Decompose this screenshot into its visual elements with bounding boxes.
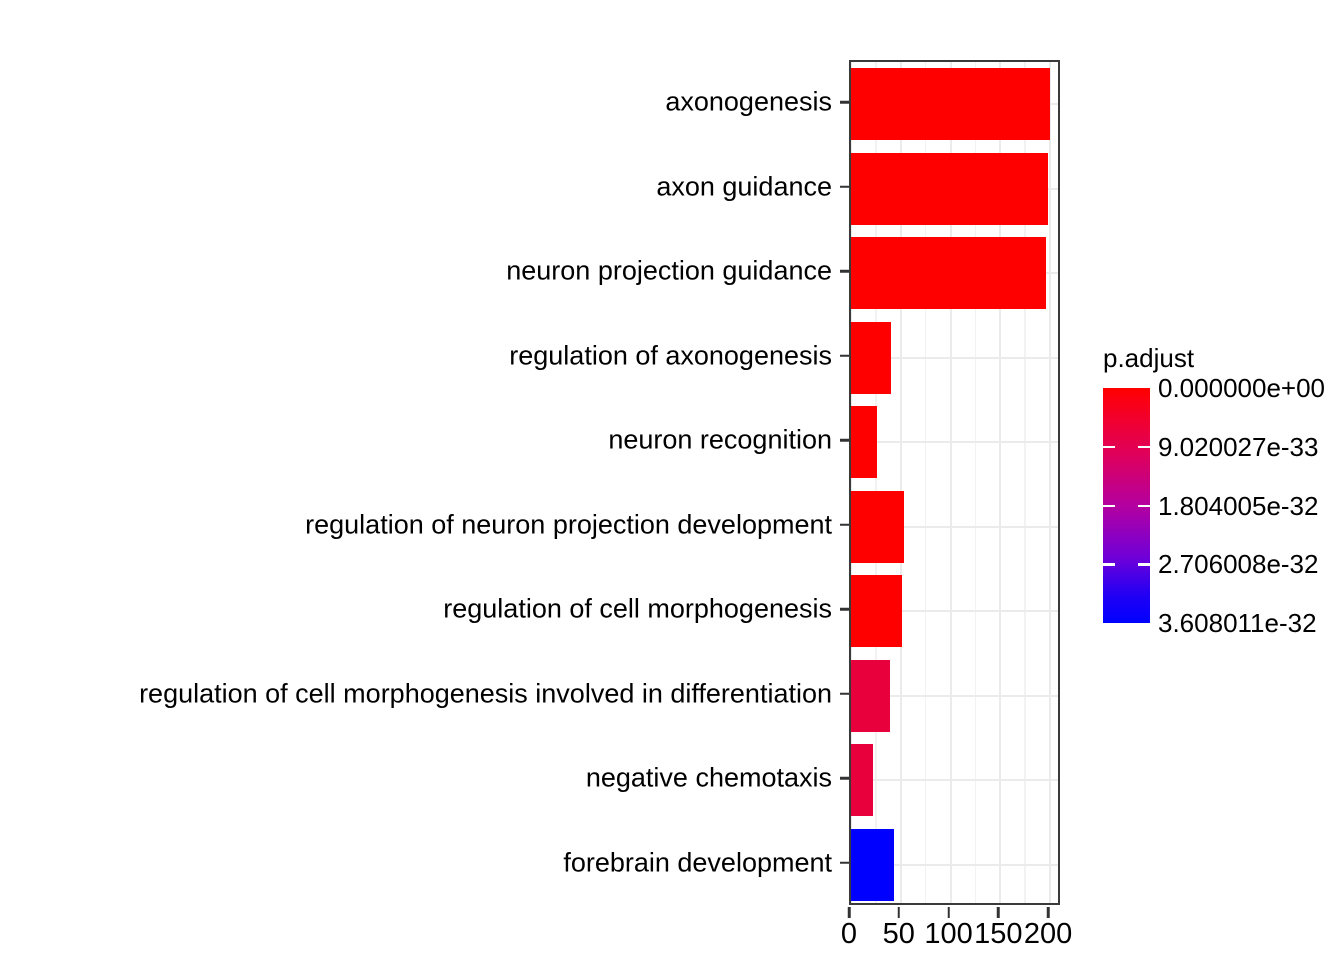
gridline-vertical-minor [974, 62, 977, 903]
bar[interactable] [851, 152, 1049, 225]
x-axis-tick-label: 150 [974, 918, 1023, 950]
x-axis-tick-mark [997, 907, 1000, 918]
legend-tick-mark [1103, 504, 1115, 507]
x-axis-tick-mark [847, 907, 851, 918]
legend-key-label: 0.000000e+00 [1158, 373, 1326, 403]
bar[interactable] [851, 406, 877, 479]
y-axis-labels: axonogenesis axon guidance neuron projecti… [0, 60, 836, 905]
y-axis-tick-mark [840, 270, 849, 273]
y-axis-tick-mark [840, 439, 849, 442]
y-axis-tick-mark [840, 354, 849, 357]
gridline-vertical-minor [875, 62, 877, 903]
x-axis-ticks [847, 907, 1060, 919]
legend-tick-mark [1138, 445, 1150, 449]
bar[interactable] [851, 828, 894, 901]
y-axis-tick-label: regulation of axonogenesis [509, 340, 832, 371]
legend-key-label: 3.608011e-32 [1158, 608, 1317, 638]
gridline-horizontal [851, 610, 1058, 613]
legend: p.adjust 0.000000e+00 9.020027e-33 1.80400… [1100, 345, 1344, 645]
y-axis-tick-label: axon guidance [656, 171, 832, 202]
x-axis-tick-mark [947, 907, 950, 918]
legend-tick-mark [1138, 504, 1150, 507]
y-axis-tick-label: neuron recognition [608, 424, 832, 455]
gridline-vertical-minor [1024, 62, 1026, 903]
y-axis-tick-mark [840, 861, 849, 864]
x-axis-tick-label: 0 [840, 918, 858, 950]
gridline-horizontal [851, 779, 1058, 782]
y-axis-tick-label: regulation of cell morphogenesis involve… [139, 678, 832, 709]
bar[interactable] [851, 321, 891, 394]
gridline-horizontal [851, 694, 1058, 697]
legend-tick-mark [1103, 563, 1115, 566]
x-axis-tick-mark [1046, 907, 1050, 918]
gridline-horizontal [851, 441, 1058, 444]
y-axis-tick-mark [840, 101, 849, 104]
legend-key-label: 9.020027e-33 [1158, 431, 1319, 462]
gridline-vertical-major [1049, 62, 1052, 903]
legend-key-label: 2.706008e-32 [1158, 549, 1319, 580]
gridline-vertical-major [851, 62, 852, 903]
x-axis-tick-mark [897, 907, 900, 918]
y-axis-tick-label: neuron projection guidance [506, 255, 832, 286]
bar[interactable] [851, 575, 902, 648]
legend-key-label: 1.804005e-32 [1158, 490, 1319, 521]
y-axis-tick-mark [840, 185, 849, 188]
bar[interactable] [851, 237, 1047, 310]
x-axis-tick-label: 50 [882, 918, 915, 950]
y-axis-tick-label: forebrain development [563, 847, 832, 878]
bar[interactable] [851, 659, 890, 732]
gridline-vertical-minor [924, 62, 927, 903]
y-axis-tick-label: negative chemotaxis [585, 762, 832, 793]
x-axis-tick-label: 100 [924, 918, 973, 950]
bar[interactable] [851, 68, 1051, 141]
y-axis-tick-mark [840, 608, 849, 611]
gridline-horizontal [851, 863, 1058, 866]
legend-tick-mark [1138, 563, 1150, 566]
y-axis-tick-label: regulation of cell morphogenesis [443, 593, 832, 624]
gridline-horizontal [851, 356, 1058, 359]
x-axis-tick-label: 200 [1023, 918, 1073, 950]
legend-title: p.adjust [1103, 343, 1195, 373]
plot-panel [849, 60, 1060, 905]
bar[interactable] [851, 490, 904, 563]
legend-colorbar [1103, 388, 1150, 623]
y-axis-tick-mark [840, 777, 849, 780]
y-axis-tick-mark [840, 523, 849, 526]
gridline-vertical-major [899, 62, 902, 903]
bar[interactable] [851, 744, 873, 817]
gridline-vertical-major [999, 62, 1002, 903]
y-axis-tick-mark [840, 692, 849, 695]
y-axis-tick-label: regulation of neuron projection developm… [305, 509, 832, 540]
gridline-horizontal [851, 525, 1058, 528]
gridline-vertical-major [949, 62, 952, 903]
legend-tick-mark [1103, 445, 1115, 449]
y-axis-tick-label: axonogenesis [665, 86, 832, 117]
